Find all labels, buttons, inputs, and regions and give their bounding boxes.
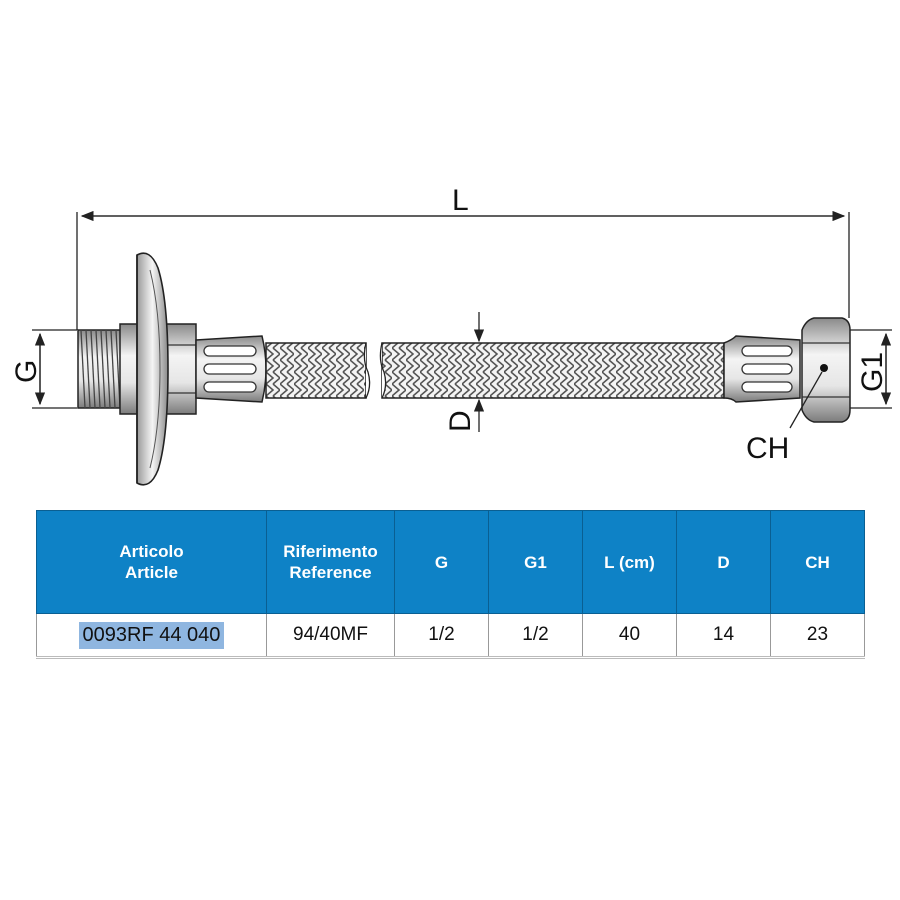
col-d: D [676, 510, 771, 614]
hose-technical-drawing: L G [10, 184, 892, 486]
nut-mark-dot [820, 364, 828, 372]
col-reference-it: Riferimento [283, 542, 378, 561]
article-code-selected[interactable]: 0093RF 44 040 [78, 621, 225, 649]
col-reference-en: Reference [289, 563, 372, 582]
col-g1: G1 [488, 510, 583, 614]
braided-hose [265, 342, 725, 399]
thread-g1-label: G1 [856, 352, 889, 392]
length-label: L [452, 184, 469, 217]
col-g: G [394, 510, 489, 614]
col-reference: Riferimento Reference [266, 510, 395, 614]
cell-g: 1/2 [394, 613, 489, 659]
table-row: 0093RF 44 040 94/40MF 1/2 1/2 40 14 23 [36, 613, 865, 659]
col-ch: CH [770, 510, 865, 614]
cell-ch: 23 [770, 613, 865, 659]
thread-g1-dimension: G1 [850, 329, 892, 409]
col-g-label: G [434, 552, 449, 572]
col-article: Articolo Article [36, 510, 267, 614]
col-length: L (cm) [582, 510, 677, 614]
thread-g-label: G [10, 360, 43, 383]
col-length-label: L (cm) [604, 552, 655, 572]
col-d-label: D [717, 552, 730, 572]
cell-d: 14 [676, 613, 771, 659]
cell-article[interactable]: 0093RF 44 040 [36, 613, 267, 659]
left-ferrule [195, 335, 267, 403]
right-ferrule [723, 335, 801, 403]
cell-length: 40 [582, 613, 677, 659]
col-article-en: Article [125, 563, 178, 582]
col-ch-label: CH [805, 552, 830, 572]
diameter-d-label: D [444, 410, 477, 432]
wall-flange [136, 252, 169, 486]
table-header-row: Articolo Article Riferimento Reference G… [36, 510, 865, 614]
length-dimension: L [76, 184, 850, 330]
male-thread-fitting [77, 329, 125, 409]
col-g1-label: G1 [524, 552, 547, 572]
specification-table: Articolo Article Riferimento Reference G… [36, 510, 865, 659]
cell-g1: 1/2 [488, 613, 583, 659]
col-article-it: Articolo [119, 542, 184, 561]
diameter-d-dimension: D [444, 312, 485, 432]
cell-reference: 94/40MF [266, 613, 395, 659]
right-hex-nut [801, 317, 851, 423]
thread-g-dimension: G [10, 329, 77, 409]
hex-ch-label: CH [746, 432, 789, 465]
hex-ch-callout: CH [746, 371, 823, 465]
